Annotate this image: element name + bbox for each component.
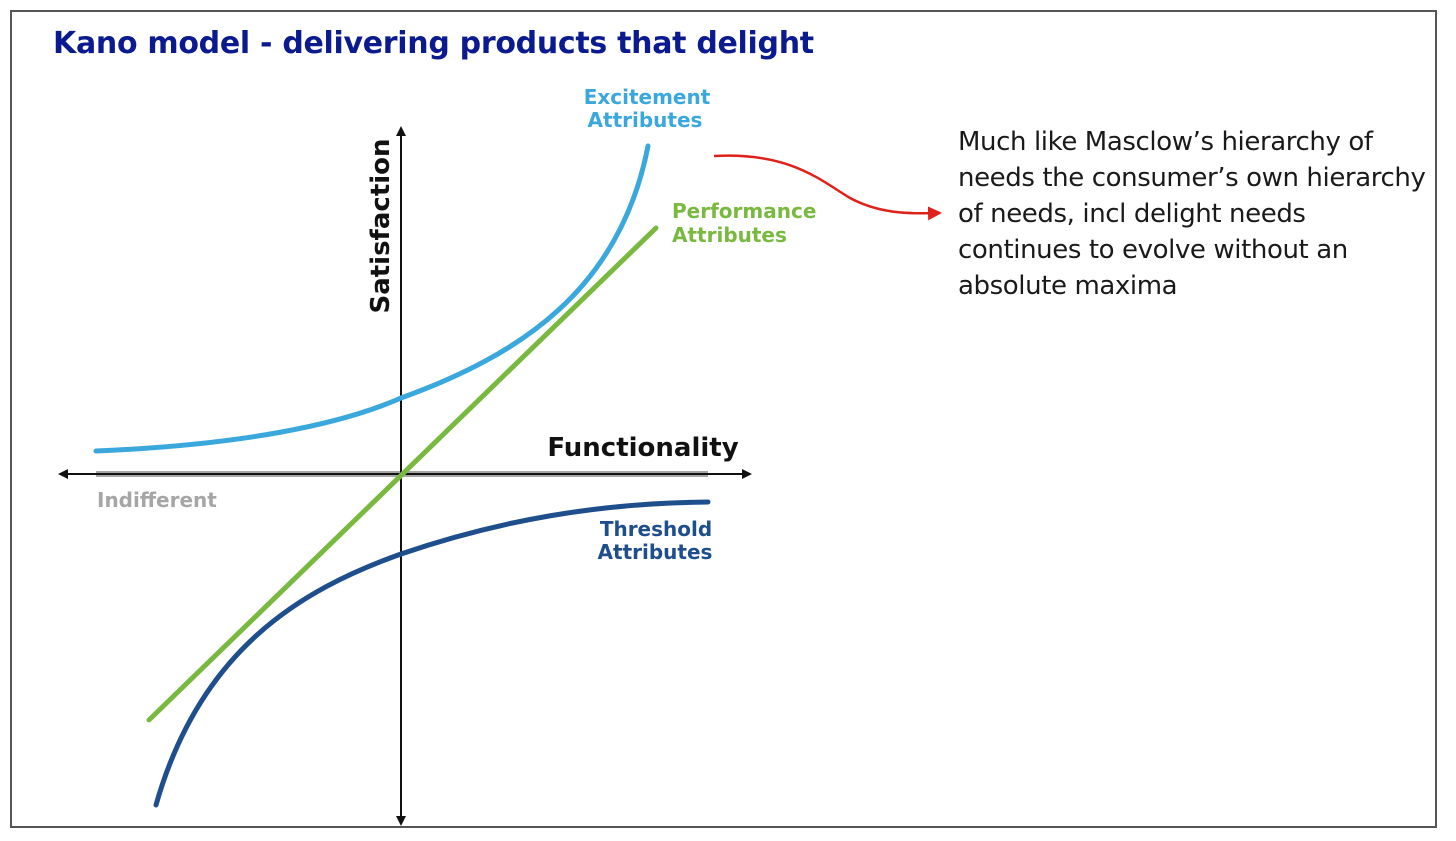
page-title: Kano model - delivering products that de… [53,26,814,61]
threshold-label-line1: Threshold [600,517,712,541]
performance-label-line1: Performance [672,199,816,223]
figure-frame [10,10,1437,828]
excitement-label-line2: Attributes [588,108,703,132]
annotation-note: Much like Masclow’s hierarchy of needs t… [958,127,1426,301]
excitement-label-line1: Excitement [584,85,711,109]
performance-line [146,225,659,723]
threshold-label-line2: Attributes [598,540,713,564]
performance-label-line2: Attributes [672,223,787,247]
threshold-curve [153,499,711,808]
pointer-arrow [713,154,942,221]
x-axis-label: Functionality [547,433,738,463]
excitement-curve [93,143,651,454]
indifferent-label: Indifferent [97,488,217,512]
y-axis-label: Satisfaction [366,138,396,313]
